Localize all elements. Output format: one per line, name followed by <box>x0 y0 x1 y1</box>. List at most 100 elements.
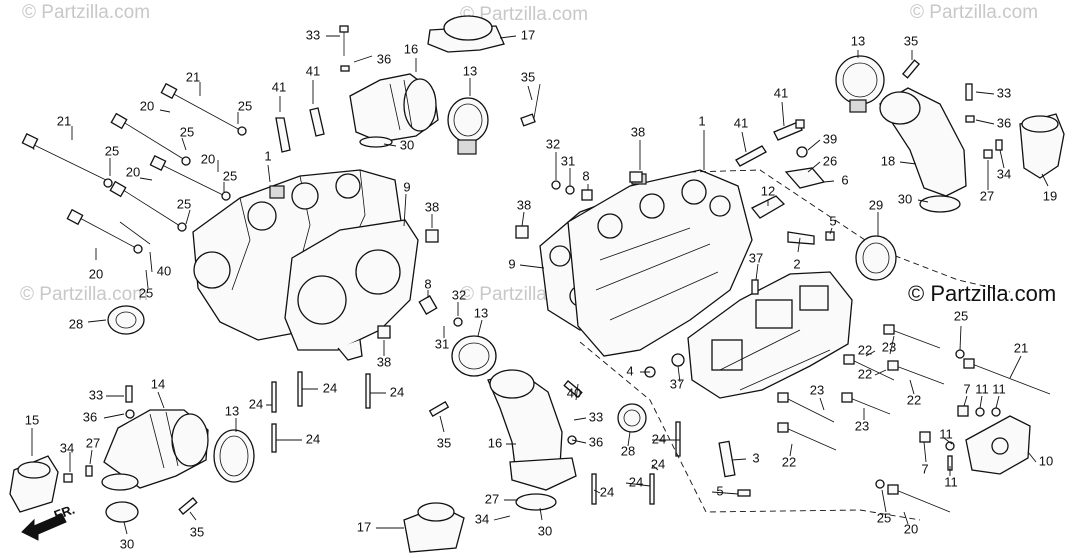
callout-c52: 32 <box>546 136 560 151</box>
callout-c56: 1 <box>698 113 705 128</box>
callout-c61: 26 <box>823 153 837 168</box>
callout-c16: 25 <box>223 168 237 183</box>
callout-c63: 12 <box>761 183 775 198</box>
callout-c79: 22 <box>858 342 872 357</box>
callout-c6: 35 <box>521 69 535 84</box>
callout-c72: 18 <box>881 153 895 168</box>
small-parts-right-top <box>515 171 897 295</box>
callout-c89: 33 <box>589 409 603 424</box>
clamp-and-oring-left-lower <box>63 429 255 523</box>
callout-c57: 9 <box>508 256 515 271</box>
callout-c8: 41 <box>306 63 320 78</box>
callout-c86: 4 <box>626 363 633 378</box>
callout-c36: 24 <box>249 396 263 411</box>
watermark-top-center: © Partzilla.com <box>460 4 589 25</box>
callout-c55: 38 <box>517 197 531 212</box>
callout-c42: 27 <box>86 435 100 450</box>
callout-c64: 5 <box>829 213 836 228</box>
callout-c7: 41 <box>272 79 286 94</box>
callout-c39: 24 <box>306 431 320 446</box>
callout-c94: 28 <box>621 443 635 458</box>
small-parts-left-upper <box>339 25 541 127</box>
watermark-top-left: © Partzilla.com <box>22 2 151 23</box>
bolts-left-head <box>21 82 247 254</box>
callout-c22: 38 <box>425 199 439 214</box>
callout-c53: 31 <box>561 153 575 168</box>
callout-c59: 41 <box>774 85 788 100</box>
callout-c82: 22 <box>907 392 921 407</box>
callout-c99: 3 <box>752 450 759 465</box>
callout-c32: 33 <box>89 387 103 402</box>
callout-c83: 7 <box>963 381 970 396</box>
callout-c91: 23 <box>810 382 824 397</box>
callout-c90: 36 <box>589 434 603 449</box>
callout-c101: 11 <box>939 426 953 441</box>
callout-c77: 25 <box>954 308 968 323</box>
callout-c106: 20 <box>904 521 918 536</box>
callout-c96: 24 <box>651 456 665 471</box>
head-gasket-left <box>284 219 419 361</box>
callout-c10: 20 <box>140 98 154 113</box>
callout-c38: 24 <box>390 384 404 399</box>
callout-c34: 36 <box>83 409 97 424</box>
callout-c85: 11 <box>992 381 1006 396</box>
callout-c25: 25 <box>139 285 153 300</box>
callout-c75: 19 <box>1043 188 1057 203</box>
callout-c51: 38 <box>631 124 645 139</box>
watermark-mid-left: © Partzilla.com <box>20 284 149 305</box>
callout-c12: 25 <box>180 124 194 139</box>
callout-c28: 32 <box>452 287 466 302</box>
dowels-and-seals-left <box>107 229 463 339</box>
callout-c69: 35 <box>904 33 918 48</box>
callout-c71: 36 <box>997 115 1011 130</box>
callout-c47: 17 <box>357 519 371 534</box>
callout-c14: 20 <box>201 151 215 166</box>
callout-c37: 24 <box>323 380 337 395</box>
callout-c49: 34 <box>475 511 489 526</box>
front-arrow-label: FR. <box>52 502 77 523</box>
callout-c105: 25 <box>877 510 891 525</box>
callout-c30: 38 <box>377 354 391 369</box>
callout-c104: 10 <box>1039 453 1053 468</box>
callout-c78: 23 <box>882 339 896 354</box>
callout-c5: 13 <box>463 63 477 78</box>
callout-c35: 13 <box>225 403 239 418</box>
callout-c81: 22 <box>858 366 872 381</box>
front-arrow: FR. <box>21 502 77 541</box>
callout-c48: 27 <box>485 491 499 506</box>
small-parts-right-lower <box>644 353 1031 497</box>
callout-c4: 17 <box>521 27 535 42</box>
callout-c17: 1 <box>264 148 271 163</box>
callout-c76: 30 <box>898 191 912 206</box>
callout-c87: 37 <box>670 376 684 391</box>
callout-c73: 27 <box>980 188 994 203</box>
callout-c2: 36 <box>377 51 391 66</box>
callout-c18: 30 <box>400 137 414 152</box>
callout-c97: 24 <box>629 474 643 489</box>
callout-c88: 40 <box>567 385 581 400</box>
callout-c84: 11 <box>975 381 989 396</box>
thermostat-housing-right <box>983 113 1065 179</box>
callout-c65: 2 <box>793 256 800 271</box>
callout-c23: 20 <box>89 266 103 281</box>
callout-c68: 13 <box>851 33 865 48</box>
water-outlet-top <box>427 15 505 53</box>
hose-clamp-top-left <box>447 97 489 155</box>
callout-c60: 39 <box>823 131 837 146</box>
callout-c100: 5 <box>716 483 723 498</box>
intake-elbow-right-upper <box>835 55 975 213</box>
callout-c58: 41 <box>734 115 748 130</box>
dowel-pins-center <box>591 403 681 505</box>
callout-c45: 35 <box>437 435 451 450</box>
callout-c67: 29 <box>869 197 883 212</box>
watermark-top-right: © Partzilla.com <box>910 2 1039 23</box>
callout-c62: 6 <box>841 172 848 187</box>
callout-c44: 30 <box>120 536 134 551</box>
bolts-right-head <box>777 324 1051 513</box>
callout-c1: 33 <box>306 27 320 42</box>
callout-c33: 14 <box>151 376 165 391</box>
thermostat-housing-left <box>9 455 59 513</box>
callout-c98: 24 <box>600 484 614 499</box>
